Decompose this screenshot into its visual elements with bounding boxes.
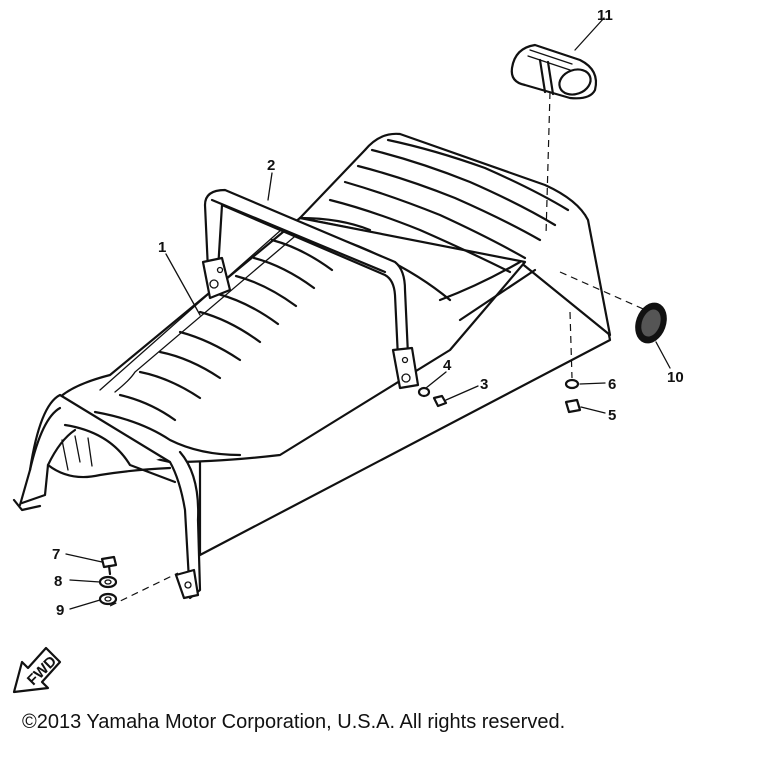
callout-labels: 11 2 1 4 3 6 5 10 7 8 9 [52, 7, 684, 619]
washer-8-icon [98, 575, 118, 589]
callout-4: 4 [443, 357, 452, 374]
callout-9: 9 [56, 602, 64, 619]
callout-1: 1 [158, 239, 166, 256]
leader-lines [65, 17, 671, 610]
callout-3: 3 [480, 376, 488, 393]
bolt-5-icon [564, 398, 582, 414]
nut-6-icon [564, 378, 580, 390]
copyright-notice: ©2013 Yamaha Motor Corporation, U.S.A. A… [22, 711, 566, 733]
hardware [98, 311, 582, 607]
emblem-10 [559, 271, 667, 344]
seat-parts-diagram: 11 2 1 4 3 6 5 10 7 8 9 FWD [12, 7, 684, 694]
washer-4-icon [417, 386, 431, 398]
part-11-reflector [510, 43, 598, 236]
bolt-7-icon [100, 555, 118, 569]
washer-9-icon [98, 592, 118, 606]
callout-8: 8 [54, 573, 62, 590]
callout-2: 2 [267, 157, 275, 174]
callout-6: 6 [608, 376, 616, 393]
fwd-arrow-icon: FWD [12, 646, 62, 694]
seat-assembly [12, 132, 612, 600]
callout-7: 7 [52, 546, 60, 563]
callout-10: 10 [667, 369, 684, 386]
grab-strap [201, 188, 420, 390]
callout-5: 5 [608, 407, 616, 424]
callout-11: 11 [597, 7, 613, 24]
nut-3-icon [432, 394, 448, 408]
